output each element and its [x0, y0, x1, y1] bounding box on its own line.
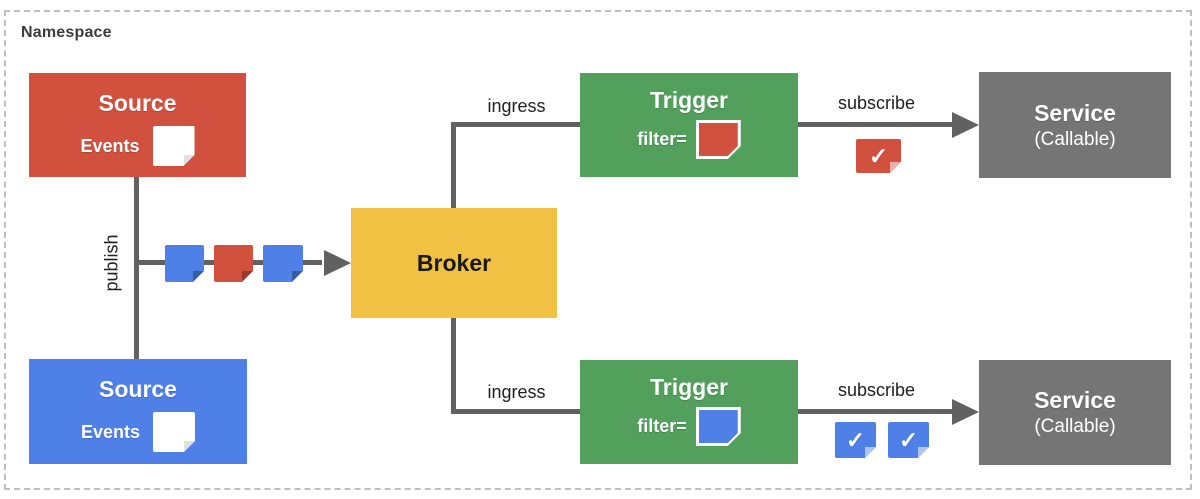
publish-connector-vertical	[134, 176, 139, 360]
events-label: Events	[80, 421, 141, 442]
checkmark-icon: ✓	[868, 142, 889, 169]
subscribe-bottom-label: subscribe	[837, 380, 916, 400]
checkmark-icon: ✓	[898, 426, 919, 453]
subscribe-top-connector	[798, 122, 954, 127]
event-doc-blue-icon	[165, 245, 204, 282]
filter-label: filter=	[637, 416, 687, 436]
service-subtitle: (Callable)	[1034, 416, 1116, 437]
checked-event-doc-red-icon: ✓	[856, 139, 901, 173]
trigger-node-bottom: Trigger filter=	[580, 360, 798, 464]
trigger-node-top: Trigger filter=	[580, 73, 798, 177]
checked-event-doc-blue-icon: ✓	[888, 422, 929, 458]
ingress-top-label: ingress	[487, 96, 546, 116]
trigger-title: Trigger	[650, 374, 728, 400]
events-label: Events	[80, 135, 140, 156]
filter-doc-red-icon	[696, 120, 741, 159]
namespace-boundary	[4, 10, 1192, 490]
filter-doc-blue-icon	[696, 407, 741, 446]
service-title: Service	[1034, 387, 1116, 413]
service-node-bottom: Service (Callable)	[979, 360, 1171, 465]
service-subtitle: (Callable)	[1034, 128, 1116, 150]
namespace-label: Namespace	[21, 24, 112, 41]
source-title: Source	[98, 90, 177, 116]
broker-title: Broker	[416, 249, 492, 276]
publish-label: publish	[101, 234, 122, 292]
event-doc-red-icon	[214, 245, 253, 282]
ingress-bottom-label: ingress	[487, 382, 546, 402]
ingress-bottom-connector-vertical	[451, 317, 456, 414]
ingress-top-connector-vertical	[451, 122, 456, 209]
checked-event-doc-blue-icon: ✓	[835, 422, 876, 458]
service-node-top: Service (Callable)	[979, 72, 1171, 178]
source-node-red: Source Events	[29, 73, 246, 177]
service-title: Service	[1034, 99, 1116, 126]
event-doc-blue-icon	[263, 245, 303, 282]
subscribe-bottom-connector	[798, 409, 954, 414]
ingress-bottom-connector-horizontal	[451, 409, 580, 414]
subscribe-top-label: subscribe	[837, 93, 916, 113]
broker-node: Broker	[351, 208, 557, 318]
source-node-blue: Source Events	[29, 359, 247, 464]
event-doc-white-icon	[153, 412, 195, 452]
arrowhead-to-broker-icon	[324, 250, 351, 276]
event-doc-white-icon	[153, 126, 195, 166]
source-title: Source	[99, 376, 177, 402]
arrowhead-to-service-top-icon	[952, 112, 979, 138]
checkmark-icon: ✓	[845, 426, 866, 453]
trigger-title: Trigger	[650, 87, 728, 113]
ingress-top-connector-horizontal	[451, 122, 580, 127]
arrowhead-to-service-bottom-icon	[952, 399, 979, 425]
filter-label: filter=	[637, 129, 687, 149]
